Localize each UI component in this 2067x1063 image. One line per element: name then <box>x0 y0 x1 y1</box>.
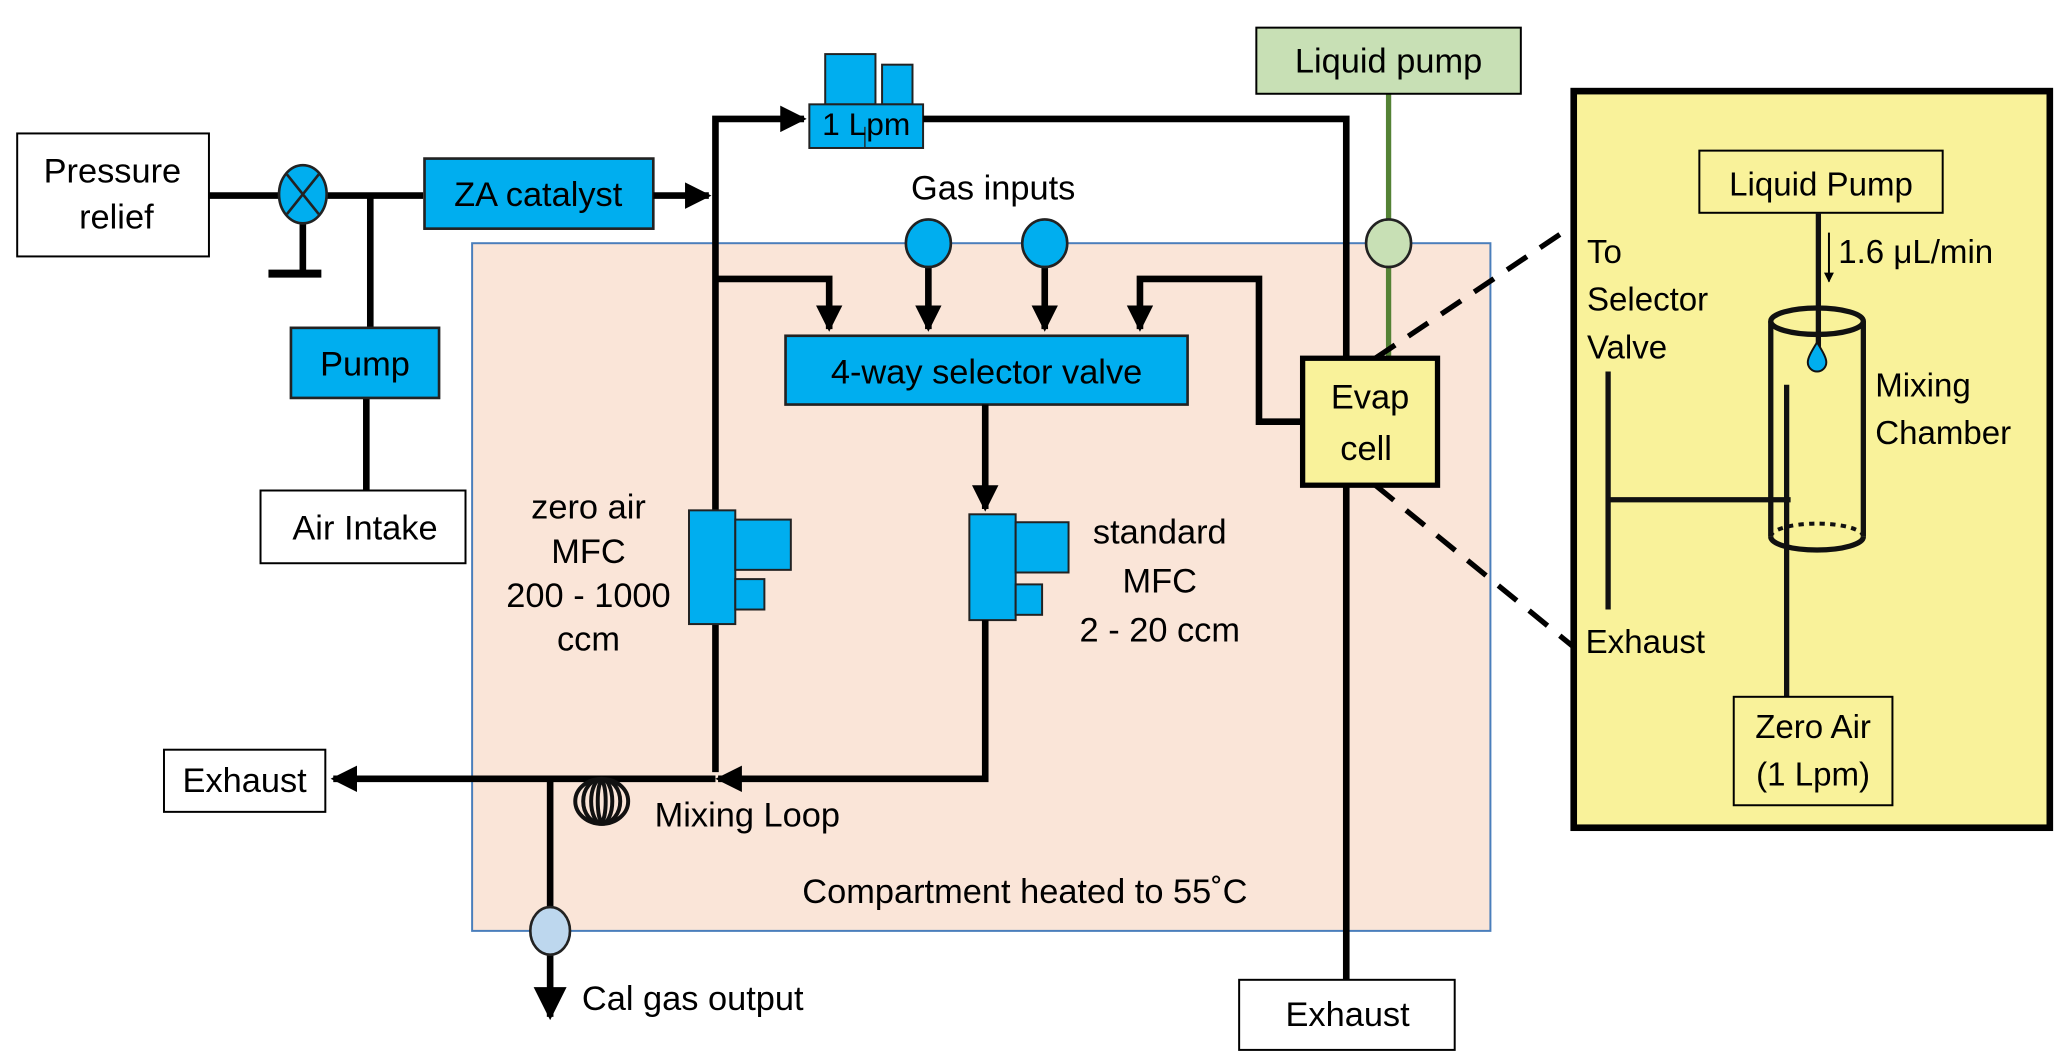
pressure-relief-box: Pressure relief <box>16 132 210 258</box>
mixing-loop-coil-icon <box>573 776 631 826</box>
evap-cell-box: Evap cell <box>1299 355 1441 488</box>
exhaust-bottom-box: Exhaust <box>1238 978 1456 1051</box>
inset-selector-label: Selector <box>1587 282 1708 319</box>
compartment-label: Compartment heated to 55˚C <box>802 873 1247 911</box>
liquid-pump-label: Liquid pump <box>1295 43 1482 81</box>
exhaust-bottom-label: Exhaust <box>1285 996 1410 1034</box>
standard-mfc-outlet-pipe <box>715 620 989 793</box>
standard-mfc-label-line2: MFC <box>1123 562 1197 600</box>
inset-chamber-label: Chamber <box>1875 415 2011 452</box>
selector-input-1-pipe <box>715 275 843 332</box>
selector-valve-label: 4-way selector valve <box>831 353 1142 391</box>
evap-bypass-pipe <box>923 115 1350 980</box>
selector-valve-box: 4-way selector valve <box>784 334 1189 406</box>
inset-liquid-pump-label: Liquid Pump <box>1729 167 1913 204</box>
shutoff-valve-icon <box>268 163 328 278</box>
inset-zero-air-label-line2: (1 Lpm) <box>1756 756 1870 793</box>
pump-box: Pump <box>289 326 441 400</box>
zero-air-mfc <box>688 509 792 626</box>
liquid-pump-box: Liquid pump <box>1255 26 1522 95</box>
evap-cell-inset-panel: Liquid Pump 1.6 μL/min To Selector Valve… <box>1570 87 2054 832</box>
inset-to-label: To <box>1587 234 1622 271</box>
inset-flow-rate-label: 1.6 μL/min <box>1838 234 1993 271</box>
zero-air-mfc-label-line4: ccm <box>557 621 620 659</box>
cal-gas-output-port <box>528 905 572 957</box>
za-catalyst-label: ZA catalyst <box>454 176 623 214</box>
zero-air-mfc-label-line1: zero air <box>531 488 646 526</box>
gas-inputs-label: Gas inputs <box>911 170 1075 208</box>
gas-input-port-2 <box>1020 218 1069 269</box>
zero-air-mfc-label-line3: 200 - 1000 <box>506 577 670 615</box>
mfc-1lpm-label: 1 Lpm <box>822 106 910 142</box>
pump-label: Pump <box>320 345 410 383</box>
gas-input-port-1 <box>904 218 953 269</box>
droplet-icon <box>1806 340 1828 373</box>
air-intake-box: Air Intake <box>259 489 467 565</box>
mixing-chamber-icon <box>1768 305 1866 742</box>
callout-line-bottom <box>1373 483 1579 652</box>
evap-to-selector-pipe <box>1126 275 1303 426</box>
standard-mfc <box>968 513 1070 622</box>
exhaust-left-label: Exhaust <box>183 762 308 800</box>
zero-air-mfc-label-line2: MFC <box>551 533 625 571</box>
air-intake-label: Air Intake <box>292 509 437 547</box>
pressure-relief-label-line1: Pressure <box>44 152 182 190</box>
inset-exhaust-label: Exhaust <box>1586 624 1705 661</box>
mixing-loop-label: Mixing Loop <box>655 796 840 834</box>
evap-cell-label-line2: cell <box>1340 430 1392 468</box>
pressure-relief-label-line2: relief <box>79 199 154 237</box>
inset-mixing-label: Mixing <box>1875 368 1971 405</box>
inset-valve-label: Valve <box>1587 329 1667 366</box>
mfc-1lpm: 1 Lpm <box>808 53 925 149</box>
exhaust-left-box: Exhaust <box>162 748 327 813</box>
liquid-port <box>1364 218 1413 269</box>
inset-zero-air-box <box>1732 695 1894 807</box>
evap-cell-label-line1: Evap <box>1331 379 1409 417</box>
inset-liquid-pump-box <box>1698 149 1944 214</box>
inset-zero-air-label-line1: Zero Air <box>1755 709 1871 746</box>
za-catalyst-box: ZA catalyst <box>423 157 655 230</box>
callout-line-top <box>1373 221 1578 361</box>
standard-mfc-label-line1: standard <box>1093 513 1227 551</box>
standard-mfc-label-line3: 2 - 20 ccm <box>1080 611 1240 649</box>
cal-gas-output-label: Cal gas output <box>582 980 804 1018</box>
